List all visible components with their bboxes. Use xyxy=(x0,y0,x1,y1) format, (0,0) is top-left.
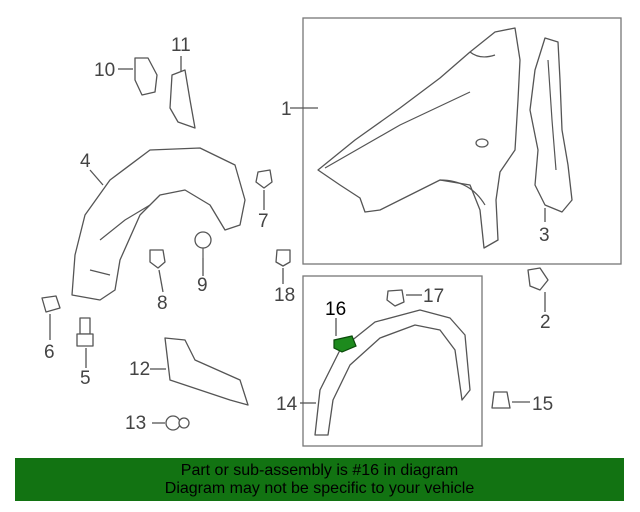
part-5-bolt[interactable] xyxy=(76,317,94,347)
part-14-wheel-flare[interactable] xyxy=(314,309,471,436)
part-12-bracket[interactable] xyxy=(164,337,249,406)
part-6-nut[interactable] xyxy=(41,295,61,313)
part-2-bolt[interactable] xyxy=(527,267,549,291)
callout-5: 5 xyxy=(80,368,91,389)
fender-panel-box xyxy=(302,17,622,265)
part-11-seal[interactable] xyxy=(169,69,196,129)
callout-18: 18 xyxy=(274,285,296,306)
callout-3: 3 xyxy=(539,225,550,246)
callout-4: 4 xyxy=(80,151,91,172)
leader-lines xyxy=(49,56,546,424)
part-18-clip[interactable] xyxy=(275,249,291,267)
parts-diagram xyxy=(41,17,622,447)
callout-8: 8 xyxy=(157,293,168,314)
callout-1: 1 xyxy=(281,99,292,120)
info-banner: Part or sub-assembly is #16 in diagram D… xyxy=(15,458,624,501)
callout-11: 11 xyxy=(171,35,191,56)
part-7-clip[interactable] xyxy=(255,169,273,189)
part-8-bolt[interactable] xyxy=(149,249,166,269)
banner-line-2: Diagram may not be specific to your vehi… xyxy=(164,480,475,497)
callout-2: 2 xyxy=(540,312,551,333)
part-13-screw[interactable] xyxy=(165,415,190,431)
part-17-clip[interactable] xyxy=(386,289,405,307)
part-splash-shield[interactable] xyxy=(529,37,573,213)
part-fender-liner[interactable] xyxy=(71,147,246,301)
callout-14: 14 xyxy=(276,394,298,415)
callout-6: 6 xyxy=(44,342,55,363)
callout-9: 9 xyxy=(197,275,208,296)
part-10-bracket[interactable] xyxy=(134,57,158,96)
callout-10: 10 xyxy=(94,60,116,81)
callout-12: 12 xyxy=(129,359,151,380)
banner-line-1: Part or sub-assembly is #16 in diagram xyxy=(180,462,459,479)
flare-panel-box xyxy=(302,275,483,447)
callout-13: 13 xyxy=(125,413,147,434)
callout-7: 7 xyxy=(258,211,269,232)
callout-15: 15 xyxy=(532,394,554,415)
part-16-retainer[interactable] xyxy=(333,335,357,353)
part-15-clip[interactable] xyxy=(491,391,511,409)
part-fender[interactable] xyxy=(317,27,521,249)
callout-17: 17 xyxy=(423,286,445,307)
part-9-screw[interactable] xyxy=(194,231,212,258)
callout-16: 16 xyxy=(325,299,347,320)
